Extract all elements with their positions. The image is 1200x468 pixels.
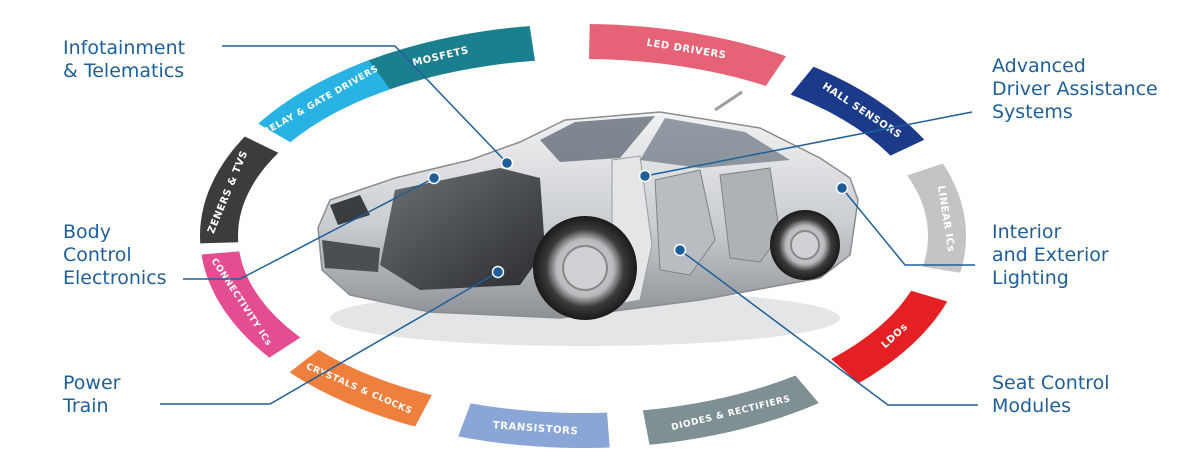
ring-segment-connectivity-ics	[201, 251, 301, 358]
ring-segment-linear-ics	[907, 163, 966, 273]
ring-segment-relay-gate-drivers	[258, 60, 391, 143]
ring-segment-hall-sensors	[790, 66, 925, 156]
callout-seat-control: Seat Control Modules	[992, 372, 1110, 417]
car-cutaway-illustration	[317, 90, 859, 346]
callout-lighting: Interior and Exterior Lighting	[992, 221, 1109, 289]
leader-line-body-control	[183, 177, 435, 280]
leader-line-lighting	[841, 187, 975, 266]
marker-dot-body-control	[427, 171, 441, 185]
ring-segment-crystals-clocks	[289, 349, 432, 427]
marker-dot-adas	[638, 169, 652, 183]
callout-body-control: Body Control Electronics	[63, 221, 167, 289]
leader-line-infotainment	[222, 45, 508, 164]
leader-line-power-train	[160, 271, 499, 405]
ring-segment-transistors	[458, 403, 610, 448]
leader-line-seat-control	[679, 249, 978, 406]
callout-leader-lines	[160, 45, 978, 406]
ring-segment-mosfets	[347, 26, 535, 97]
marker-dot-seat-control	[673, 243, 687, 257]
marker-dot-infotainment	[500, 156, 514, 170]
marker-dot-lighting	[835, 181, 849, 195]
callout-infotainment: Infotainment & Telematics	[63, 37, 186, 82]
callout-power-train: Power Train	[63, 372, 121, 417]
ring-segment-ldos	[831, 290, 948, 384]
ring-segment-led-drivers	[589, 24, 786, 86]
ring-segment-zeners-tvs	[200, 136, 279, 244]
ring-segment-diodes-rectifiers	[642, 375, 819, 445]
leader-line-adas	[644, 111, 973, 177]
callout-adas: Advanced Driver Assistance Systems	[992, 55, 1158, 123]
ring-segment-label-relay-gate-drivers: RELAY & GATE DRIVERS	[262, 64, 381, 138]
marker-dot-power-train	[491, 265, 505, 279]
